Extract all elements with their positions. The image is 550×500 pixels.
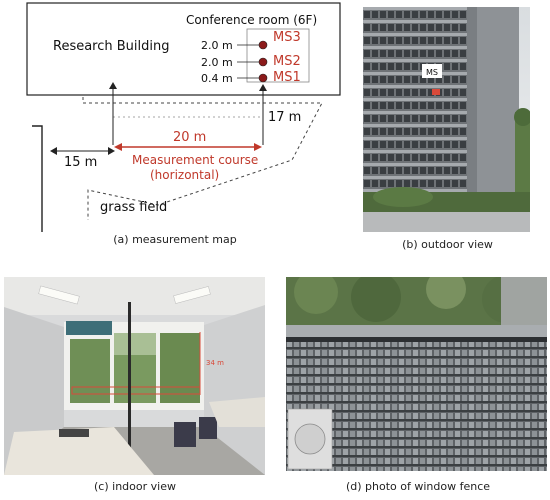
course-label-line1: Measurement course [132,153,258,167]
ms3-marker [258,40,268,50]
dim-15-arrowhead-right [108,147,115,155]
outdoor-view-photo: MS [363,7,530,232]
building-facade [363,7,467,212]
ms1-label: MS1 [273,70,301,85]
dim-17-label: 17 m [268,110,301,125]
ms-window-highlight [432,89,440,95]
height-label-ms2: 2.0 m [201,56,233,69]
window-fence-photo [286,277,547,471]
ceiling-light-left [38,285,80,305]
course-start-arrowhead [109,82,117,89]
course-label-line2: (horizontal) [150,168,219,182]
window-blind [66,321,112,335]
dim-15-label: 15 m [64,155,97,170]
dim-20-arrowhead-left [114,143,122,151]
research-building-outline [26,2,341,96]
grass-field-label: grass field [100,200,167,215]
table [4,427,154,475]
indoor-view-photo: 34 m [4,277,265,475]
caption-c: (c) indoor view [94,480,176,493]
conference-room-label: Conference room (6F) [186,13,317,27]
height-label-ms3: 2.0 m [201,39,233,52]
ms2-marker [258,57,268,67]
ms-tag-box [422,64,442,78]
ceiling-light-right [173,286,211,304]
measurement-map: Research Building Conference room (6F) 2… [26,2,341,232]
indoor-height-label: 34 m [206,359,224,367]
measurement-area-outline [83,102,323,220]
dim-15-arrowhead-left [50,147,57,155]
window-sill [286,325,547,337]
conference-room-box [246,28,310,83]
caption-d: (d) photo of window fence [345,480,491,493]
ms3-label: MS3 [273,30,301,45]
ms1-marker [258,73,268,83]
ms-tag-label: MS [426,68,438,77]
dim-20-arrowhead-right [254,143,262,151]
chair-2 [199,417,217,439]
dim-20-label: 20 m [173,130,206,145]
measurement-pole [128,302,131,472]
caption-a: (a) measurement map [113,233,237,246]
chair-1 [174,422,196,447]
dim-17-arrowhead [259,84,267,91]
ms2-label: MS2 [273,54,301,69]
height-label-ms1: 0.4 m [201,72,233,85]
research-building-label: Research Building [53,39,170,54]
caption-b: (b) outdoor view [402,238,493,251]
left-wall-bracket [32,125,43,232]
